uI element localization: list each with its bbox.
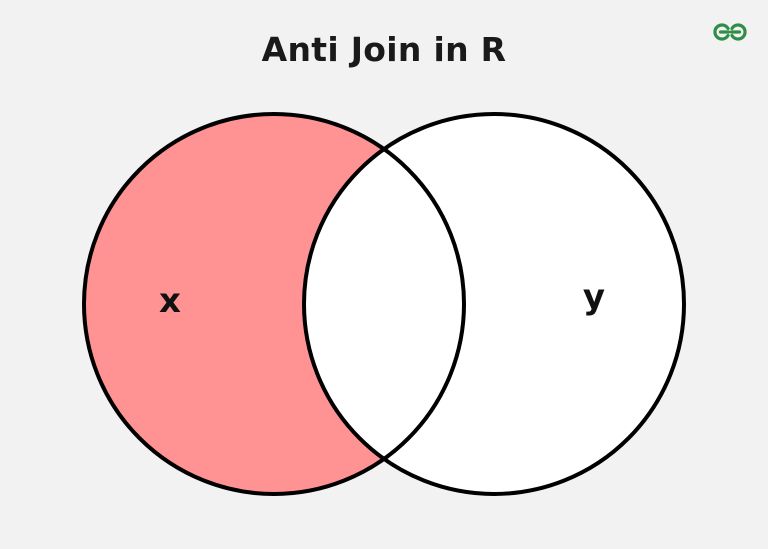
set-x-label: x <box>159 281 181 321</box>
geeksforgeeks-logo-icon <box>713 23 747 41</box>
set-y-label: y <box>583 277 605 317</box>
set-x-outline <box>82 112 466 496</box>
set-y-outline <box>302 112 686 496</box>
set-x-overlap-fill <box>304 114 464 494</box>
diagram-title: Anti Join in R <box>261 30 507 69</box>
